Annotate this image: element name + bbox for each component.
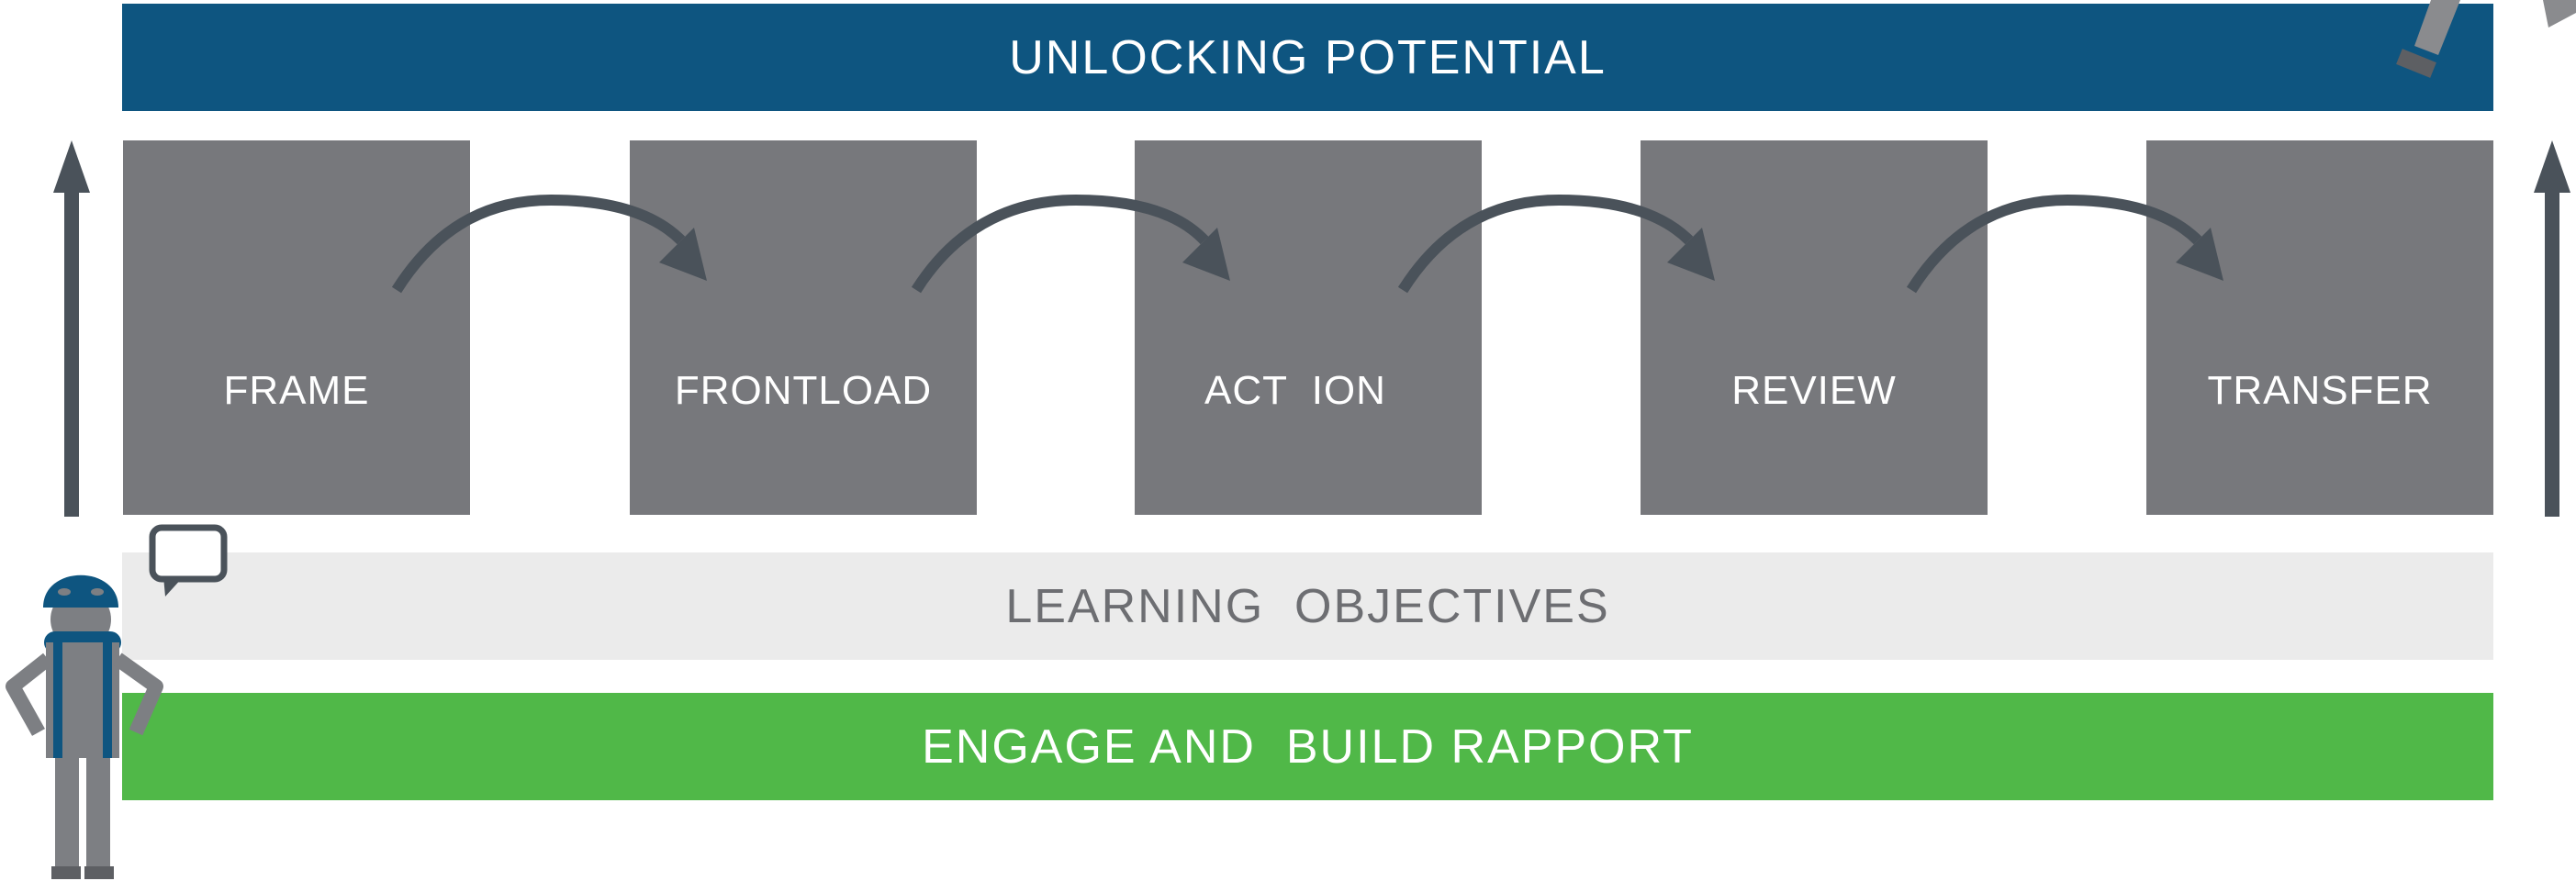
stage-review: REVIEW	[1641, 140, 1988, 515]
stage-label: ACT ION	[1204, 368, 1386, 413]
stage-transfer: TRANSFER	[2146, 140, 2493, 515]
stage-frame: FRAME	[123, 140, 470, 515]
curved-arrow-icon	[1906, 194, 2223, 294]
curved-arrow-icon	[1397, 194, 1715, 294]
up-arrow-icon	[2534, 140, 2570, 517]
header-banner: UNLOCKING POTENTIAL	[122, 4, 2493, 111]
stage-label: REVIEW	[1731, 368, 1897, 413]
speech-bubble-icon	[149, 524, 228, 597]
stage-label: TRANSFER	[2207, 368, 2433, 413]
curved-arrow-icon	[911, 194, 1230, 294]
engage-rapport-label: ENGAGE AND BUILD RAPPORT	[922, 719, 1694, 774]
stage-label: FRONTLOAD	[674, 368, 933, 413]
engage-rapport-band: ENGAGE AND BUILD RAPPORT	[122, 693, 2493, 800]
curved-arrow-icon	[391, 194, 707, 294]
up-arrow-icon	[53, 140, 90, 517]
stage-label: FRAME	[223, 368, 370, 413]
header-title: UNLOCKING POTENTIAL	[1009, 30, 1607, 84]
flashlight-icon	[2396, 0, 2576, 78]
learning-objectives-band: LEARNING OBJECTIVES	[122, 552, 2493, 660]
learning-objectives-label: LEARNING OBJECTIVES	[1005, 579, 1610, 633]
person-icon	[6, 574, 163, 879]
stage-action: ACT ION	[1135, 140, 1482, 515]
stage-frontload: FRONTLOAD	[630, 140, 977, 515]
